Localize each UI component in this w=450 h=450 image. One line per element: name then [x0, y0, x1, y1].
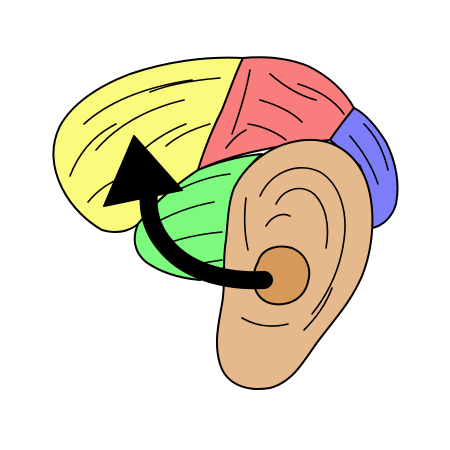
occipital-fold	[363, 123, 389, 171]
ear-antihelix	[275, 187, 329, 249]
arrow-head	[103, 135, 183, 207]
frontal-fold	[83, 79, 193, 125]
parietal-fold	[225, 129, 247, 149]
parietal-fold	[259, 99, 303, 123]
ear-folds	[241, 167, 346, 331]
ear-fold	[243, 197, 249, 251]
frontal-fold	[69, 123, 117, 177]
ear-helix	[259, 167, 346, 315]
ear-fold	[265, 213, 291, 227]
temporal-fold	[177, 173, 231, 191]
parietal-fold	[231, 69, 251, 135]
occipital-fold	[349, 135, 379, 185]
ear-icon	[215, 138, 374, 390]
arrow-shaft	[139, 175, 273, 290]
frontal-fold	[165, 123, 211, 147]
parietal-fold	[297, 83, 345, 115]
parietal-fold	[247, 123, 287, 141]
ear-lobe-fold	[241, 317, 289, 327]
parietal-fold	[269, 73, 317, 101]
frontal-fold	[149, 77, 221, 93]
frontal-fold	[95, 99, 185, 151]
curved-arrow-icon	[103, 135, 273, 290]
ear-fold	[303, 287, 333, 331]
